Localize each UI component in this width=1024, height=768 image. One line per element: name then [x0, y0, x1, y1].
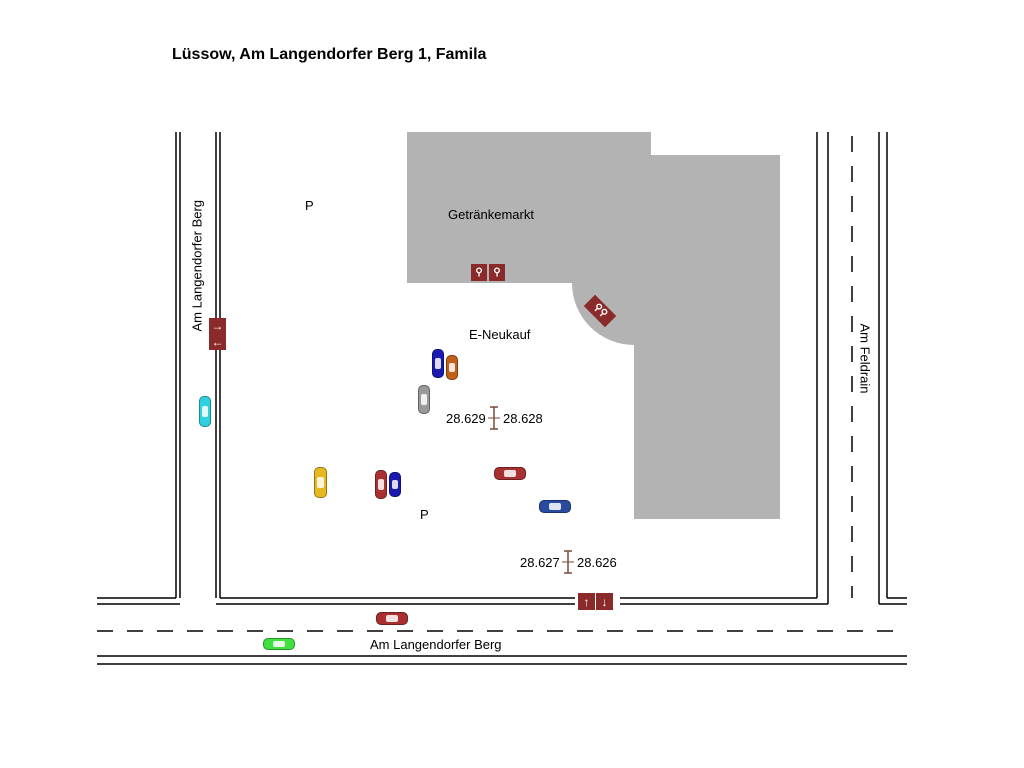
building-getraenkemarkt: [407, 132, 651, 283]
car-icon: [314, 467, 327, 498]
car-icon: [199, 396, 211, 427]
car-icon: [389, 472, 401, 497]
map-title: Lüssow, Am Langendorfer Berg 1, Famila: [172, 46, 487, 63]
road-label-bottom: Am Langendorfer Berg: [370, 637, 502, 652]
arrow-left-icon: ←: [209, 334, 226, 350]
arrow-right-icon: →: [209, 318, 226, 334]
parking-label: P: [420, 507, 429, 522]
toilet-icon: ⚲: [489, 264, 505, 281]
measure-value: 28.627: [520, 555, 560, 570]
building-label-e-neukauf: E-Neukauf: [469, 327, 531, 342]
roads: [97, 132, 907, 665]
measure-markers: [488, 406, 574, 574]
car-icon: [494, 467, 526, 480]
arrow-down-icon: ↓: [596, 593, 613, 610]
car-icon: [375, 470, 387, 499]
car-icon: [263, 638, 295, 650]
toilet-icon: ⚲: [471, 264, 487, 281]
road-label-left: Am Langendorfer Berg: [189, 199, 205, 332]
parking-label: P: [305, 198, 314, 213]
measure-value: 28.628: [503, 411, 543, 426]
building-area: [407, 132, 780, 519]
car-icon: [432, 349, 444, 378]
measure-value: 28.626: [577, 555, 617, 570]
building-e-neukauf: [651, 155, 780, 519]
car-icon: [539, 500, 571, 513]
building-label-getraenkemarkt: Getränkemarkt: [448, 207, 534, 222]
car-icon: [418, 385, 430, 414]
measure-value: 28.629: [446, 411, 486, 426]
car-icon: [376, 612, 408, 625]
road-label-right: Am Feldrain: [857, 323, 873, 394]
arrow-up-icon: ↑: [578, 593, 595, 610]
car-icon: [446, 355, 458, 380]
